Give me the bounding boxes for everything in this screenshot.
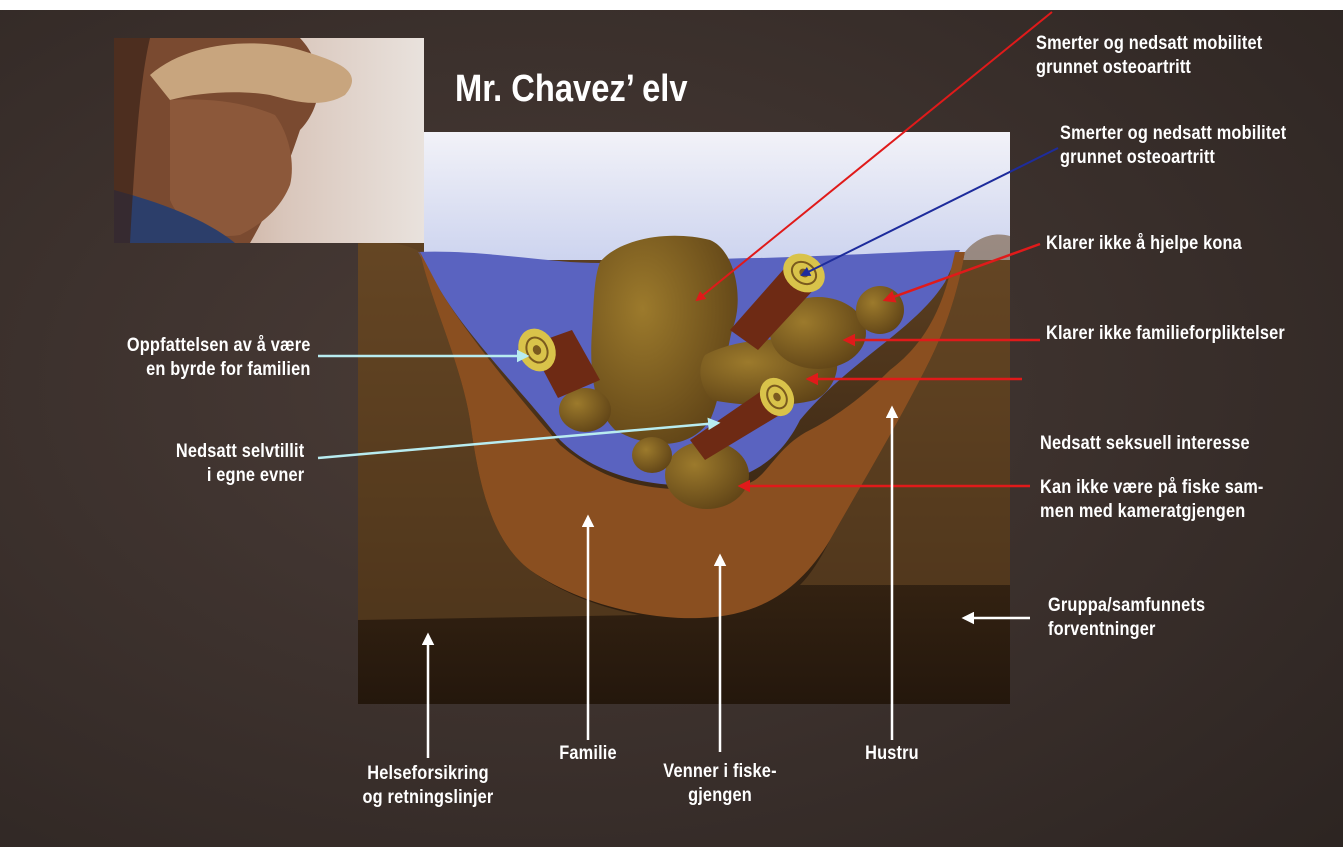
label-help-wife: Klarer ikke å hjelpe kona [1046,232,1242,256]
sky [424,132,1010,260]
label-sexual-interest: Nedsatt seksuell interesse [1040,432,1250,456]
label-burden: Oppfattelsen av å være en byrde for fami… [126,334,310,382]
label-self-confidence: Nedsatt selvtillit i egne evner [176,440,304,488]
label-fishing: Kan ikke være på fiske sam- men med kame… [1040,476,1264,524]
diagram-title: Mr. Chavez’ elv [455,68,688,111]
river-panel [358,132,1010,704]
label-family-duties: Klarer ikke familieforpliktelser [1046,322,1285,346]
label-wife: Hustru [849,742,935,766]
elderly-man-photo [114,38,424,243]
label-family: Familie [545,742,631,766]
label-group-expectations: Gruppa/samfunnets forventninger [1048,594,1205,642]
label-fishing-friends: Venner i fiske- gjengen [651,760,789,808]
rock-small-right [856,286,904,334]
label-pain-red: Smerter og nedsatt mobilitet grunnet ost… [1036,32,1262,80]
label-pain-blue: Smerter og nedsatt mobilitet grunnet ost… [1060,122,1286,170]
label-insurance: Helseforsikring og retningslinjer [333,762,522,810]
rock-left [559,388,611,432]
rock-bottom-left [632,437,672,473]
